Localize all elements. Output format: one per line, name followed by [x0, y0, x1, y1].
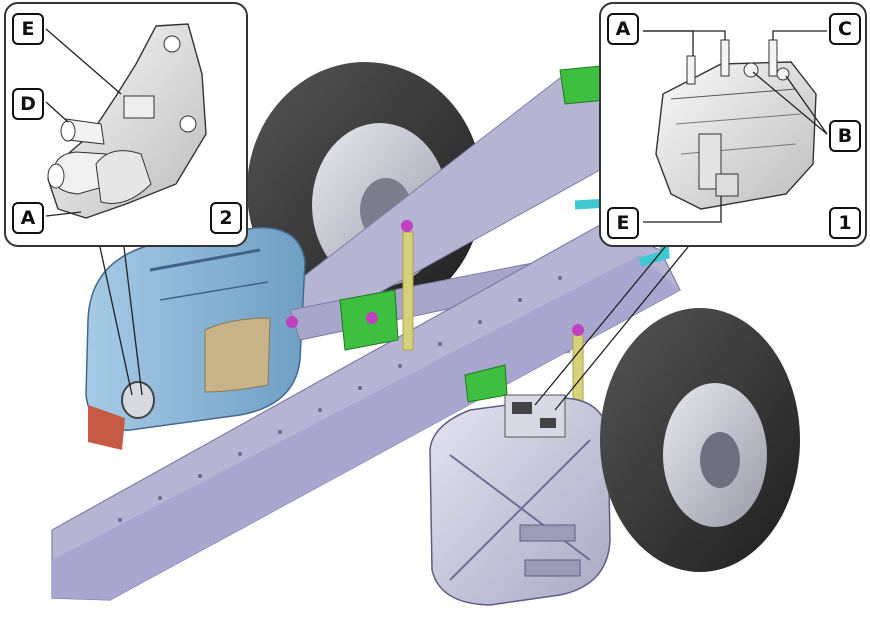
- callout-1-label-b: B: [829, 120, 861, 152]
- callout-panel-1: A C B E 1: [599, 2, 867, 247]
- callout-2-number: 2: [210, 202, 242, 234]
- callout-1-label-a: A: [607, 13, 639, 45]
- callout-2-label-d: D: [12, 88, 44, 120]
- callout-2-label-a: A: [12, 202, 44, 234]
- callout-2-label-e: E: [12, 13, 44, 45]
- front-wheel: [600, 308, 800, 572]
- callout-1-label-e: E: [607, 207, 639, 239]
- callout-1-number: 1: [829, 207, 861, 239]
- sensor-unit-illustration: [643, 30, 828, 223]
- magenta-fittings: [286, 220, 584, 336]
- callout-panel-2: E D A 2: [4, 2, 248, 247]
- leader-lines: [99, 246, 689, 411]
- callout-1-label-c: C: [829, 13, 861, 45]
- pump-unit-illustration: [45, 23, 207, 219]
- adblue-tank: [429, 394, 611, 606]
